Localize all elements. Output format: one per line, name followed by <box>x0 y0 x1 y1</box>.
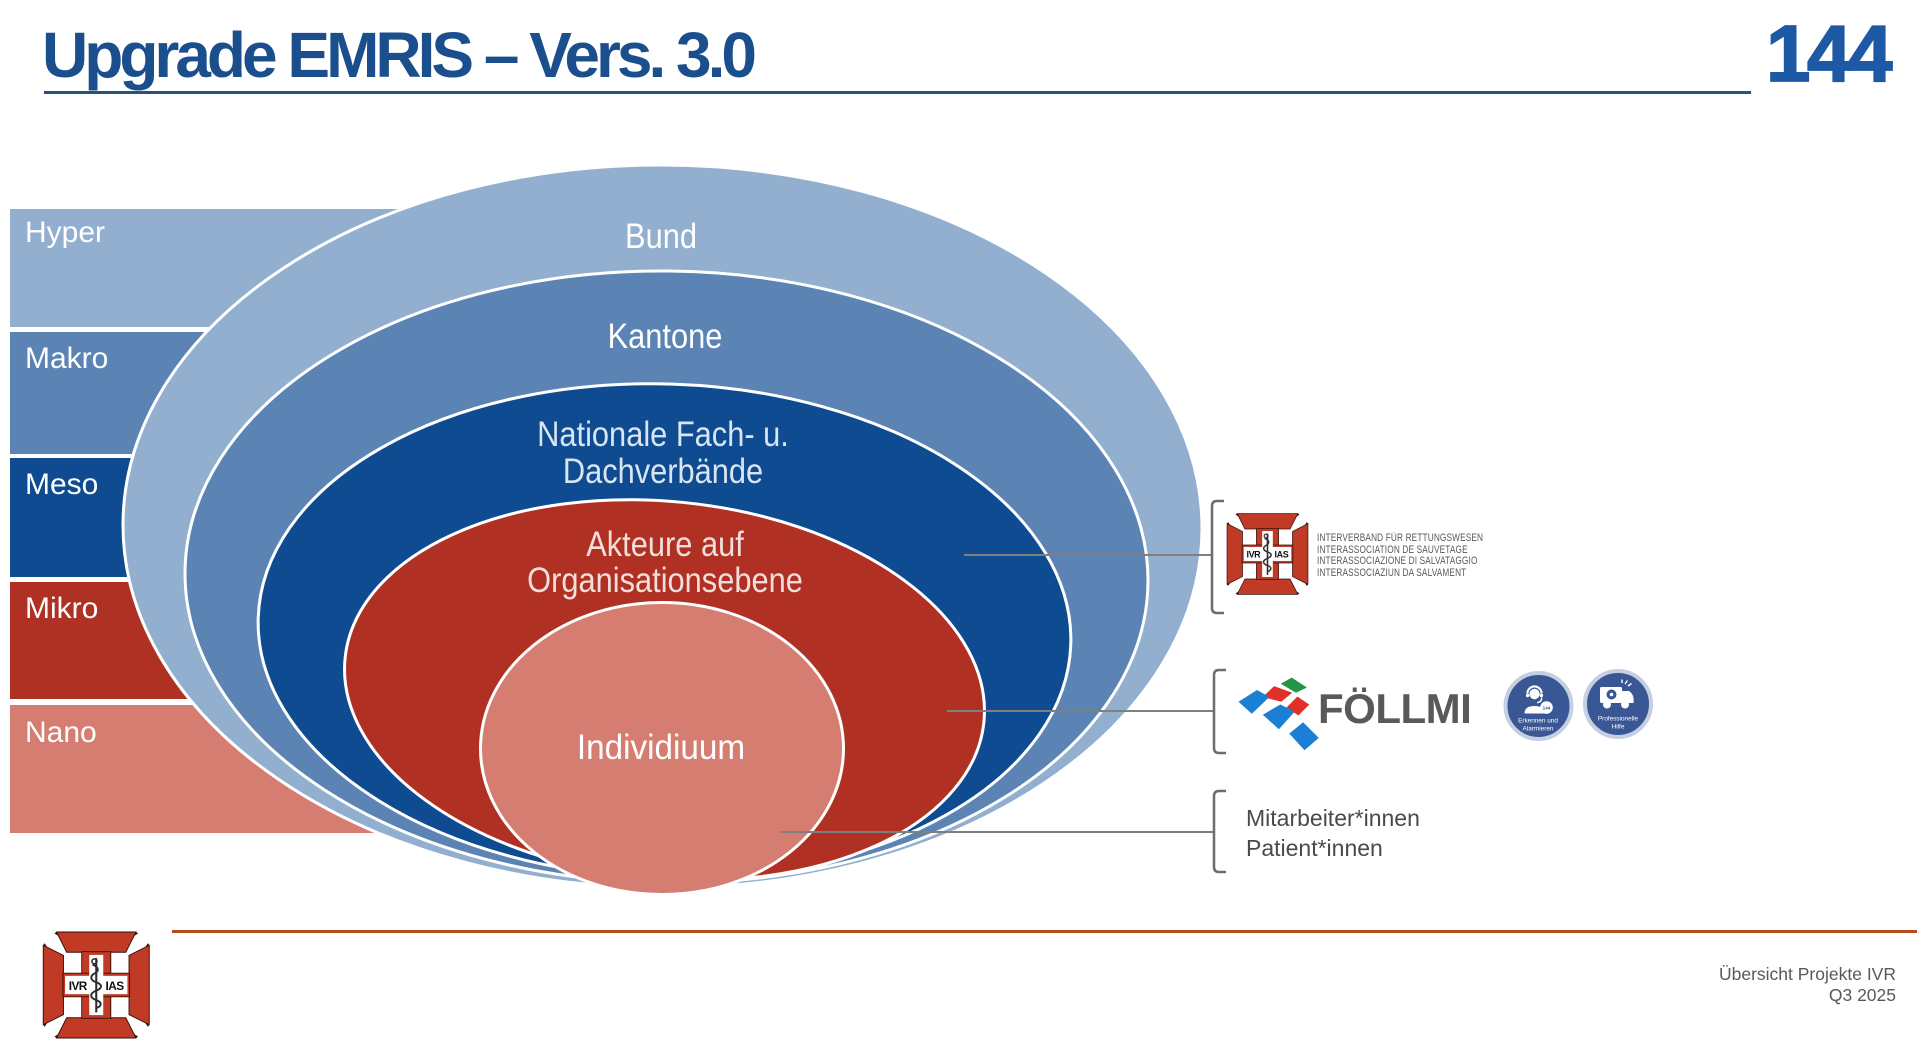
svg-text:Professionelle: Professionelle <box>1598 716 1639 723</box>
svg-text:Erkennen und: Erkennen und <box>1518 718 1558 725</box>
svg-text:144: 144 <box>1543 706 1551 711</box>
svg-text:Alarmieren: Alarmieren <box>1523 726 1554 733</box>
svg-text:Hilfe: Hilfe <box>1612 724 1625 731</box>
